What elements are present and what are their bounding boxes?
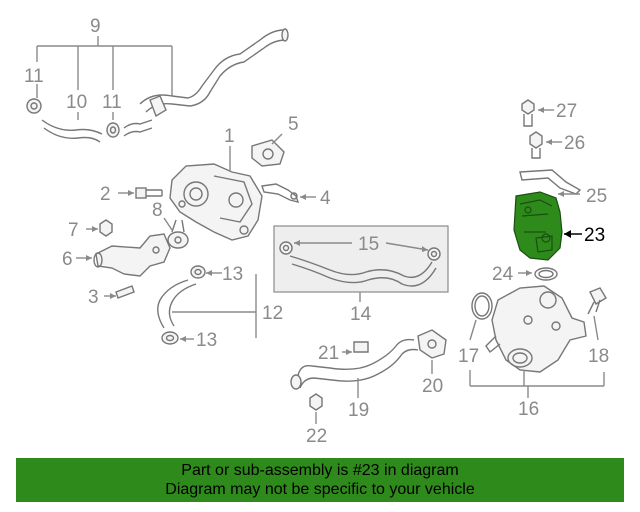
callout-7: 7 — [68, 220, 79, 241]
part-15-hose — [289, 255, 437, 287]
callout-13-top: 13 — [222, 264, 243, 285]
callout-17: 17 — [458, 346, 479, 367]
part-23-highlighted — [513, 191, 563, 261]
part-15-clamp-left — [279, 241, 293, 255]
part-13-clamp-bottom — [161, 331, 179, 345]
callout-23: 23 — [584, 225, 605, 246]
part-18-sensor — [587, 287, 607, 315]
part-1-housing — [169, 163, 263, 241]
callout-10: 10 — [66, 92, 87, 113]
callout-5: 5 — [288, 114, 299, 135]
callout-15: 15 — [358, 234, 379, 255]
callout-1: 1 — [224, 126, 235, 147]
part-8-thermostat — [167, 219, 189, 249]
part-4-bracket — [261, 183, 300, 203]
part-15-clamp-right — [427, 247, 441, 261]
banner-line-2: Diagram may not be specific to your vehi… — [165, 481, 475, 498]
callout-24: 24 — [492, 264, 514, 285]
callout-11-mid: 11 — [102, 92, 122, 113]
callout-16: 16 — [518, 399, 539, 420]
part-2-bolt — [135, 187, 163, 199]
callout-2: 2 — [100, 184, 111, 205]
callout-6: 6 — [62, 249, 73, 270]
part-25-bracket — [519, 169, 582, 195]
part-11-clamp-left — [26, 98, 42, 114]
part-13-clamp-top — [190, 265, 206, 279]
part-6-outlet — [93, 233, 171, 277]
callout-13-bottom: 13 — [196, 330, 217, 351]
part-24-oring — [534, 267, 558, 281]
callout-14: 14 — [350, 304, 372, 325]
callout-9: 9 — [90, 16, 101, 37]
callout-12: 12 — [262, 303, 283, 324]
callout-21: 21 — [318, 343, 339, 364]
callout-25: 25 — [586, 186, 607, 207]
callout-20: 20 — [422, 376, 443, 397]
callout-8: 8 — [152, 200, 163, 221]
part-27-bolt — [521, 99, 535, 127]
callout-19: 19 — [348, 400, 369, 421]
part-5-gasket — [251, 139, 285, 167]
callout-22: 22 — [306, 426, 327, 447]
part-20-gasket — [417, 329, 447, 359]
part-11-clamp-mid — [106, 122, 120, 138]
callout-18: 18 — [588, 346, 609, 367]
callout-27: 27 — [556, 101, 577, 122]
part-26-bolt — [529, 131, 543, 159]
part-10-hose — [41, 119, 103, 143]
part-9-pipe — [139, 29, 285, 105]
part-17-ring — [471, 292, 493, 320]
callout-26: 26 — [564, 133, 585, 154]
info-banner: Part or sub-assembly is #23 in diagram D… — [16, 458, 624, 502]
callout-group-9 — [36, 36, 173, 120]
callout-4: 4 — [320, 188, 331, 209]
group-14-box — [273, 225, 449, 293]
callout-11-left: 11 — [24, 66, 44, 87]
part-7-nut — [99, 219, 113, 237]
part-22-nut — [309, 393, 323, 411]
banner-line-1: Part or sub-assembly is #23 in diagram — [181, 462, 459, 479]
part-3-pin — [115, 285, 135, 299]
part-16-housing — [485, 285, 587, 373]
part-12-hose — [157, 279, 197, 329]
part-19-pipe — [297, 338, 419, 389]
callout-3: 3 — [88, 287, 99, 308]
